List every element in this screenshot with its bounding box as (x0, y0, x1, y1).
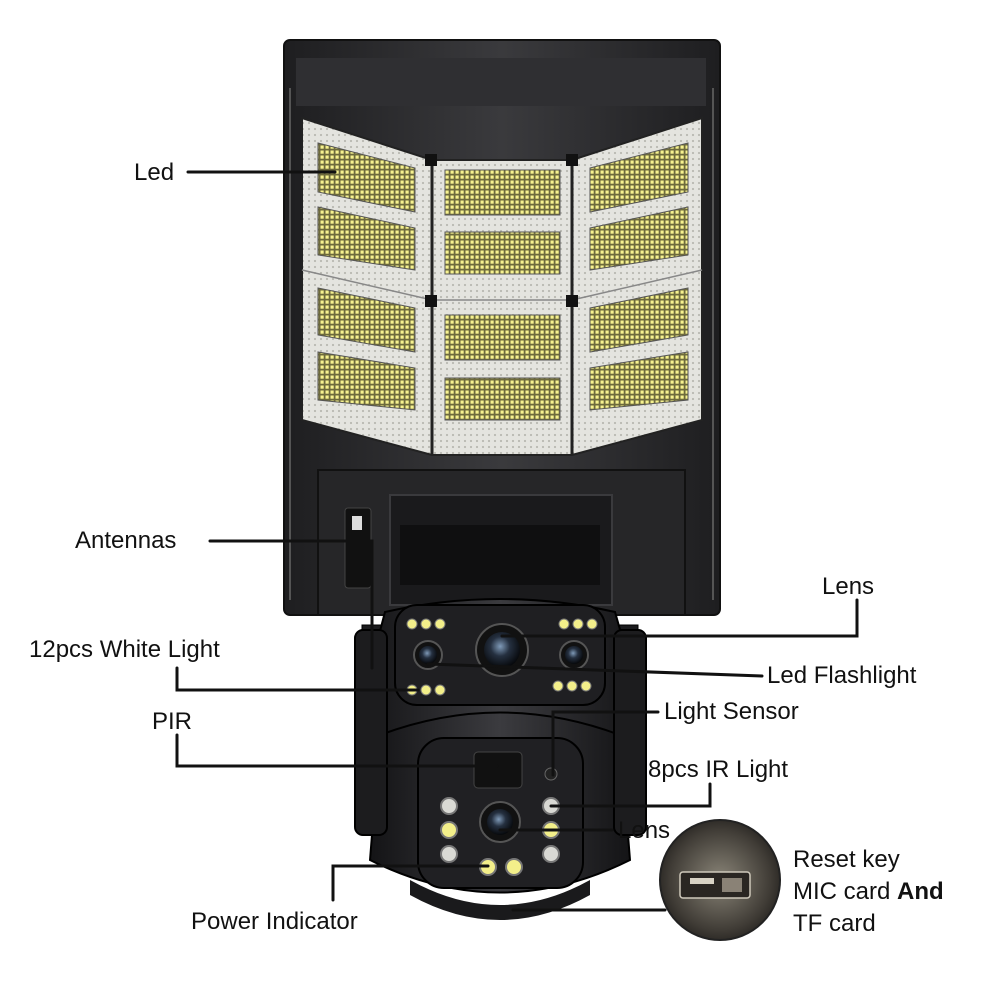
leader-antennas (208, 539, 374, 670)
leader-lens-top (500, 598, 859, 638)
label-reset-key: Reset key (793, 846, 900, 873)
label-ir-light: 8pcs IR Light (648, 756, 789, 783)
label-tf-card: TF card (793, 910, 876, 937)
led-panel (301, 116, 703, 456)
led-array-right (589, 142, 689, 411)
label-power-indicator: Power Indicator (191, 908, 358, 935)
leader-ir-light (549, 782, 712, 808)
label-white-light: 12pcs White Light (29, 636, 220, 663)
label-and-text: And (897, 878, 944, 905)
label-mic-card: MIC card And (793, 878, 944, 906)
label-led: Led (134, 159, 175, 186)
leader-light-sensor (551, 710, 660, 777)
label-pir: PIR (152, 708, 193, 735)
label-led-flashlight: Led Flashlight (767, 662, 917, 689)
leader-pir (175, 733, 499, 768)
leader-led-flashlight (426, 662, 764, 678)
leader-white-light (175, 666, 420, 692)
leader-lines (175, 170, 859, 912)
label-antennas: Antennas (75, 527, 177, 554)
label-light-sensor: Light Sensor (664, 698, 799, 725)
led-array-center (444, 169, 561, 421)
camera-head (354, 598, 647, 920)
label-lens-top: Lens (822, 573, 875, 600)
card-slot-inset (659, 819, 781, 941)
label-lens-bottom: Lens (618, 817, 671, 844)
label-mic-card-text: MIC card (793, 878, 898, 905)
leader-power-indicator (331, 864, 490, 902)
led-array-left (317, 142, 416, 411)
